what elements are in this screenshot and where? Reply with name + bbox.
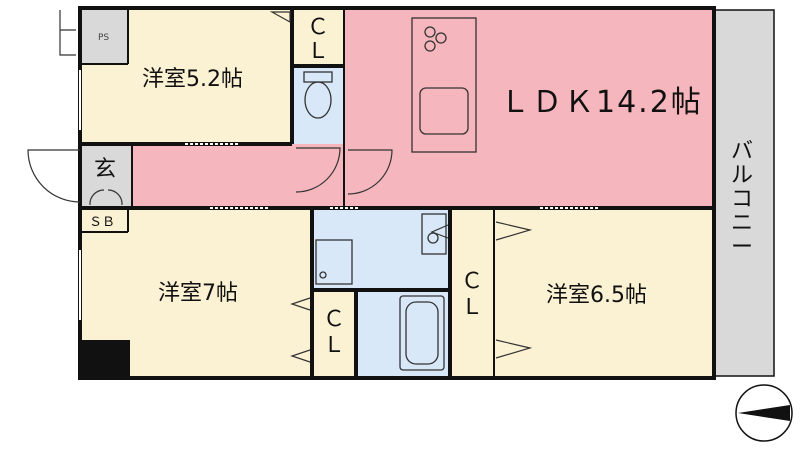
toilet-floor	[292, 66, 344, 144]
closet-right-label: Ｃ	[461, 269, 483, 294]
shoe-box-label: ＳＢ	[89, 215, 115, 230]
closet-top-label: Ｌ	[307, 39, 329, 64]
washer-space	[315, 239, 353, 285]
closet-top-label: Ｃ	[307, 15, 329, 40]
sink	[419, 87, 469, 135]
bathtub-inner	[405, 301, 439, 365]
toilet-door	[295, 147, 341, 193]
hallway-floor	[132, 144, 344, 208]
balcony-label: コ	[731, 187, 753, 212]
closet-right-floor	[450, 208, 494, 376]
closet-right-label: Ｌ	[461, 295, 483, 320]
ldk-door	[347, 149, 393, 195]
entrance-door	[27, 149, 81, 203]
bathtub	[399, 295, 445, 371]
compass-needle-icon	[738, 405, 790, 421]
stove-burner	[424, 40, 436, 52]
toilet-bowl	[304, 81, 332, 119]
closet-door	[290, 297, 311, 311]
closet-door	[495, 339, 533, 359]
stove-burner	[424, 26, 436, 38]
balcony-label: ニ	[731, 211, 753, 236]
shoe-box-door	[89, 189, 123, 206]
balcony-label: ー	[731, 235, 753, 260]
black-block	[82, 340, 130, 376]
closet-door	[290, 349, 311, 363]
shoe-box-floor	[82, 208, 128, 232]
pipe-space-floor	[82, 10, 128, 64]
closet-mid-label: Ｌ	[323, 333, 345, 358]
closet-mid-floor	[312, 290, 356, 376]
closet-top-floor	[292, 10, 344, 66]
balcony-area	[711, 9, 775, 377]
western-room-3-label: 洋室6.5帖	[546, 283, 647, 308]
washbasin-bowl	[427, 232, 439, 244]
entrance-label: 玄	[94, 157, 116, 182]
balcony-label: バ	[731, 139, 753, 164]
washbasin	[421, 213, 447, 255]
entrance-floor	[82, 144, 132, 208]
closet-mid-label: Ｃ	[323, 307, 345, 332]
closet-door	[430, 224, 449, 239]
ldk-label: ＬＤＫ14.2帖	[500, 85, 703, 120]
stove-burner	[435, 32, 447, 44]
ps-door	[59, 10, 76, 56]
outer-wall	[78, 6, 716, 380]
ldk-floor	[344, 10, 712, 208]
closet-door	[495, 221, 533, 241]
bathroom-floor	[356, 290, 450, 376]
kitchen-counter	[411, 17, 477, 153]
drain	[319, 271, 327, 279]
balcony-label: ル	[731, 163, 753, 188]
pipe-space-label: PS	[98, 33, 109, 43]
western-room-2-label: 洋室7帖	[158, 281, 238, 306]
washroom-floor	[312, 208, 450, 290]
closet-door	[269, 11, 291, 24]
western-room-1-label: 洋室5.2帖	[142, 67, 243, 92]
